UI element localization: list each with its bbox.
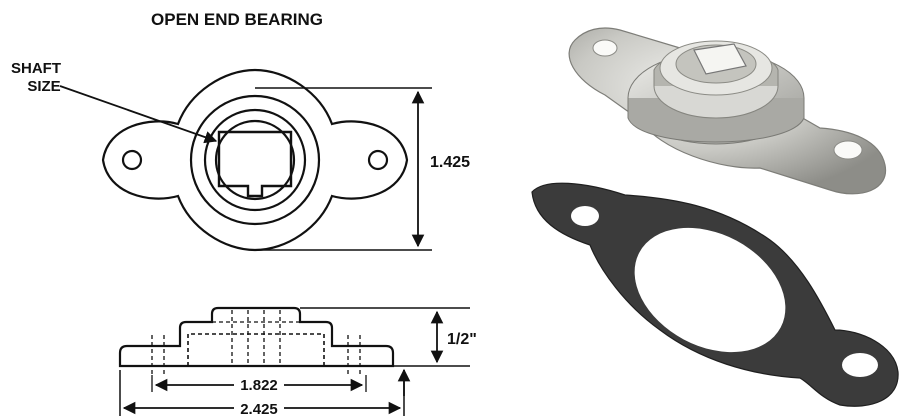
- inner-ring: [203, 108, 307, 212]
- side-view: [118, 306, 470, 416]
- callout-leader: [59, 85, 218, 144]
- height-dimension: [255, 87, 432, 251]
- thickness-value: 1/2": [447, 331, 477, 348]
- diagram-title: OPEN END BEARING: [151, 10, 323, 29]
- square-shaft-bore: [217, 130, 293, 198]
- flange-outline: [101, 68, 409, 252]
- outer-race: [189, 94, 321, 226]
- height-value: 1.425: [430, 154, 470, 171]
- overall-length-value: 2.425: [240, 401, 278, 418]
- hole-spacing-value: 1.822: [240, 377, 278, 394]
- callout-line1: SHAFT: [11, 60, 61, 77]
- bearing-photo: [568, 27, 887, 195]
- top-view: [101, 68, 409, 252]
- shaft-size-callout: SHAFT SIZE: [11, 60, 218, 144]
- gasket-photo: [531, 182, 899, 407]
- callout-line2: SIZE: [27, 78, 60, 95]
- mount-hole-right: [367, 149, 389, 171]
- bore-ring: [214, 119, 296, 201]
- mount-hole-left: [121, 149, 143, 171]
